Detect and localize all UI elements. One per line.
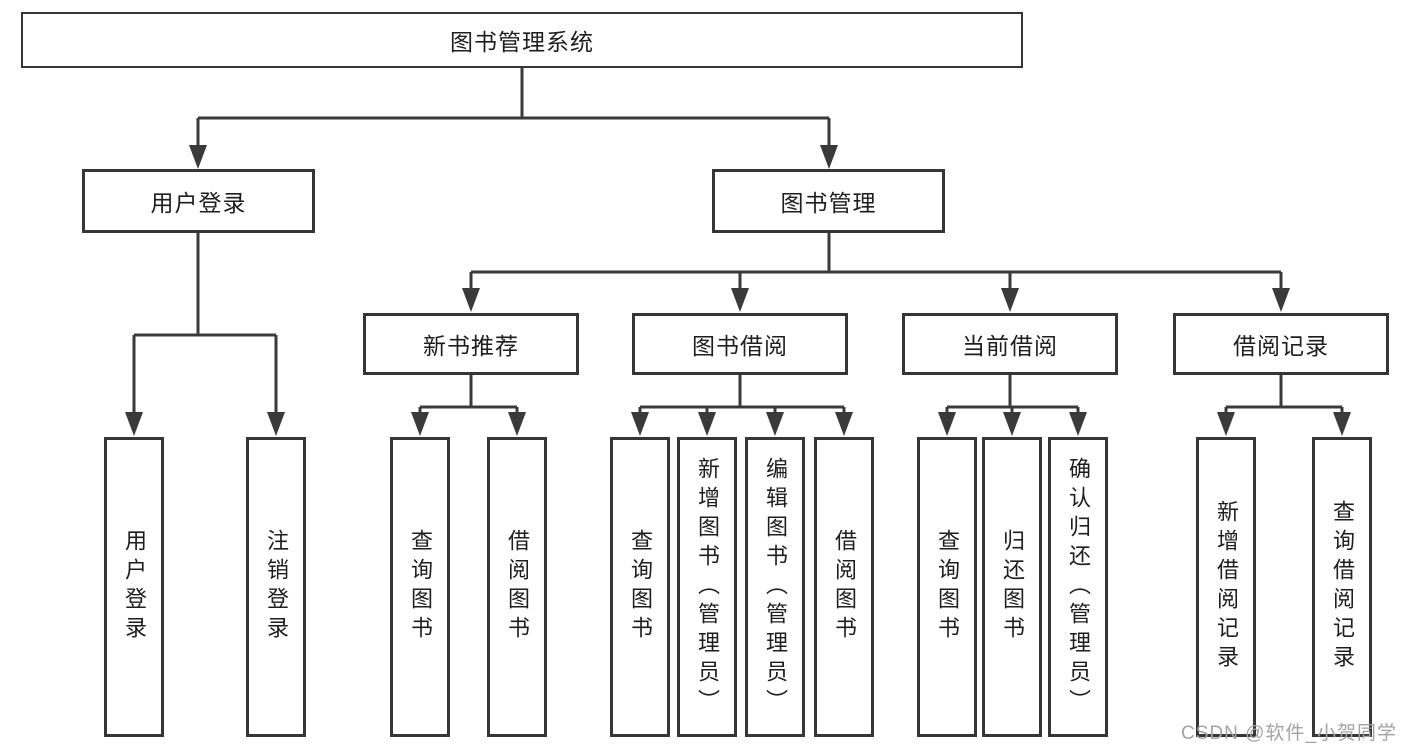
leaf-label: 查询图书 [935, 529, 960, 645]
node-borrowing-records: 借阅记录 [1173, 313, 1389, 375]
leaf-label: 查询借阅记录 [1330, 500, 1355, 674]
leaf-label: 借阅图书 [505, 529, 530, 645]
leaf-borrow-edit-books-admin: 编辑图书（管理员） [745, 437, 805, 737]
leaf-borrow-add-books-admin: 新增图书（管理员） [677, 437, 737, 737]
watermark: CSDN @软件_小贺同学 [1181, 723, 1397, 744]
leaf-current-return-books: 归还图书 [982, 437, 1042, 737]
leaf-newbook-query-books: 查询图书 [390, 437, 450, 737]
leaf-current-query-books: 查询图书 [917, 437, 977, 737]
leaf-label: 新增借阅记录 [1214, 500, 1239, 674]
leaf-label: 编辑图书（管理员） [763, 456, 788, 718]
leaf-label: 用户登录 [122, 529, 147, 645]
leaf-label: 归还图书 [1000, 529, 1025, 645]
leaf-label: 借阅图书 [832, 529, 857, 645]
leaf-logout: 注销登录 [246, 437, 306, 737]
node-current-borrowing: 当前借阅 [902, 313, 1118, 375]
node-new-book-recommendation: 新书推荐 [363, 313, 579, 375]
leaf-label: 查询图书 [408, 529, 433, 645]
leaf-label: 查询图书 [628, 529, 653, 645]
leaf-label: 确认归还（管理员） [1066, 456, 1091, 718]
leaf-label: 新增图书（管理员） [695, 456, 720, 718]
node-user-login: 用户登录 [82, 169, 315, 233]
arrow-down-icons [125, 145, 1351, 436]
leaf-user-login: 用户登录 [104, 437, 164, 737]
leaf-newbook-borrow-books: 借阅图书 [487, 437, 547, 737]
node-library-management-system: 图书管理系统 [21, 12, 1023, 68]
leaf-borrow-query-books: 查询图书 [610, 437, 670, 737]
leaf-records-query-record: 查询借阅记录 [1312, 437, 1372, 737]
node-book-management: 图书管理 [712, 169, 945, 233]
leaf-current-confirm-return-admin: 确认归还（管理员） [1048, 437, 1108, 737]
node-book-borrowing: 图书借阅 [632, 313, 848, 375]
leaf-records-add-record: 新增借阅记录 [1196, 437, 1256, 737]
leaf-label: 注销登录 [264, 529, 289, 645]
leaf-borrow-borrow-books: 借阅图书 [814, 437, 874, 737]
